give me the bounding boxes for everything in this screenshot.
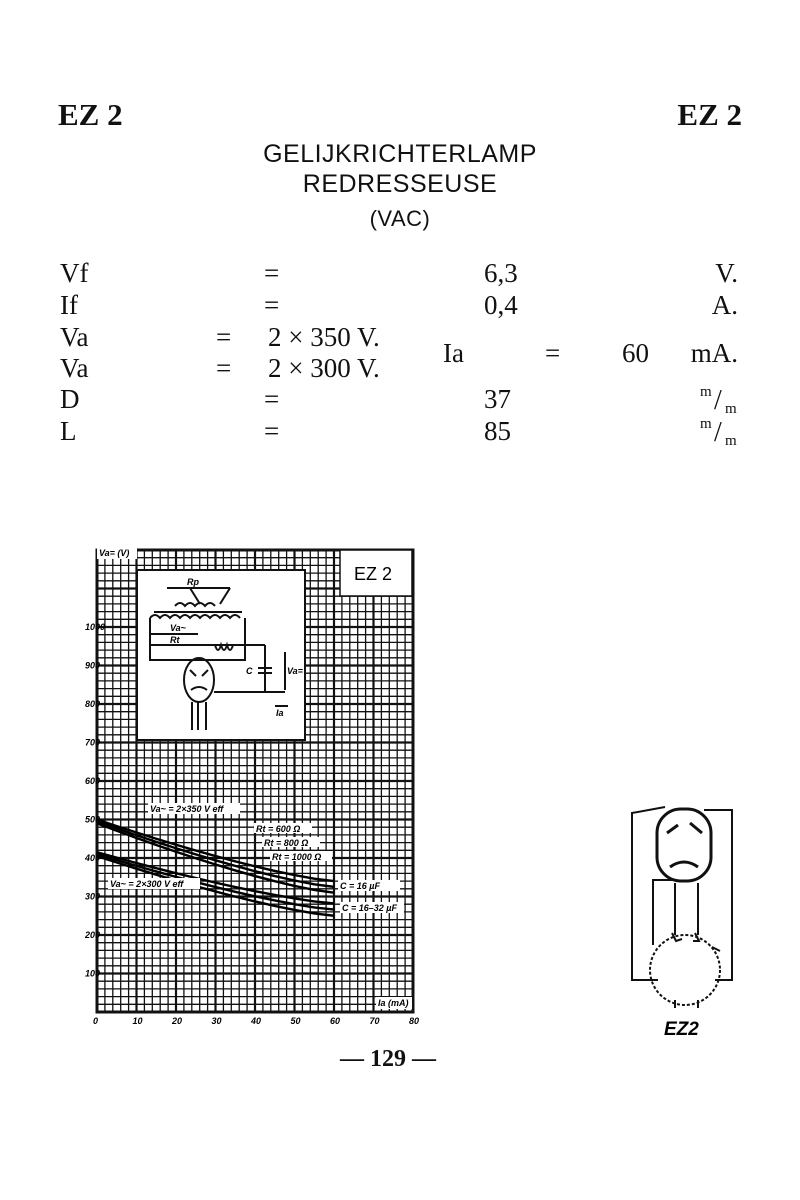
spec-eq: =: [264, 416, 280, 446]
x-tick-label: 10: [133, 1016, 143, 1026]
chart-grid: [95, 548, 415, 1014]
curve-series-3: [96, 851, 335, 905]
annotation-rt-1000: Rt = 1000 Ω: [272, 852, 321, 862]
y-tick-label: 800: [85, 699, 100, 709]
y-tick-label: 400: [84, 853, 100, 863]
y-tick-label: 700: [85, 738, 100, 748]
spec-value: 0,4: [484, 290, 518, 320]
annotation-rt-600: Rt = 600 Ω: [256, 824, 300, 834]
spec-eq: =: [216, 353, 232, 383]
page-number: — 129 —: [340, 1046, 436, 1072]
x-tick-label: 60: [330, 1016, 340, 1026]
chart-curves: [96, 818, 335, 917]
y-tick-label: 100: [85, 969, 100, 979]
spec-eq: =: [264, 384, 280, 414]
tube-code-right: EZ 2: [677, 97, 742, 132]
x-tick-label: 80: [409, 1016, 419, 1026]
spec-label: If: [60, 290, 78, 320]
spec-label: L: [60, 416, 77, 446]
x-tick-label: 30: [212, 1016, 222, 1026]
subtitle: (VAC): [369, 206, 431, 231]
base-diagram-label: EZ2: [664, 1019, 699, 1040]
unit-den: m: [725, 401, 737, 417]
y-axis-label: Va= (V): [99, 548, 129, 558]
x-tick-label: 50: [291, 1016, 301, 1026]
spec-label: Va: [60, 322, 89, 352]
title-dutch: GELIJKRICHTERLAMP: [263, 140, 537, 168]
y-tick-label: 1000: [85, 622, 105, 632]
fraction-slash: /: [714, 417, 722, 448]
spec-eq: =: [216, 322, 232, 352]
tube-base-diagram-icon: EZ2: [631, 806, 733, 1040]
annotation-c-upper: C = 16 µF: [340, 881, 380, 891]
circuit-inset: Rp Va~ Rt C Va= Ia: [136, 569, 306, 741]
curve-series-1: [96, 820, 335, 889]
spec-value: 2 × 350 V.: [268, 322, 380, 352]
curve-series-2: [96, 822, 335, 894]
spec-eq: =: [264, 258, 280, 288]
curve-series-5: [96, 854, 335, 917]
fraction-slash: /: [714, 385, 722, 416]
y-tick-label: 500: [85, 815, 100, 825]
chart-ticks: 0 10 20 30 40 50 60 70 80 100 200 300 400 500 600 700 80…: [84, 622, 419, 1026]
chart-frame: [95, 548, 415, 1014]
chart-title: EZ 2: [354, 564, 392, 584]
spec-unit: V.: [715, 258, 738, 288]
x-tick-label: 70: [370, 1016, 380, 1026]
spec-value: 85: [484, 416, 511, 446]
annotation-upper-set: Va~ = 2×350 V eff: [150, 804, 224, 814]
annotation-rt-800: Rt = 800 Ω: [264, 838, 308, 848]
label-rp: Rp: [187, 577, 199, 587]
x-tick-label: 20: [171, 1016, 182, 1026]
label-ia: Ia: [276, 708, 284, 718]
chart-title-box: [339, 549, 413, 597]
y-tick-label: 900: [85, 661, 100, 671]
annotation-lower-set: Va~ = 2×300 V eff: [110, 879, 184, 889]
spec-label: Va: [60, 353, 89, 383]
title-french: REDRESSEUSE: [302, 170, 498, 198]
curve-series-4: [96, 853, 335, 911]
label-rt: Rt: [170, 635, 180, 645]
label-vout: Va=: [287, 666, 304, 676]
ia-label: Ia: [443, 338, 464, 368]
label-va: Va~: [170, 623, 187, 633]
spec-label: D: [60, 384, 80, 414]
unit-num: m: [700, 416, 712, 432]
curve-series-0: [96, 818, 335, 883]
annotation-c-lower: C = 16–32 µF: [342, 903, 397, 913]
ia-unit: mA.: [690, 338, 738, 368]
x-tick-label: 0: [93, 1016, 98, 1026]
spec-unit: A.: [711, 290, 738, 320]
ia-eq: =: [545, 338, 561, 368]
ia-value: 60: [622, 338, 649, 368]
spec-value: 37: [484, 384, 511, 414]
unit-den: m: [725, 433, 737, 449]
spec-value: 6,3: [484, 258, 518, 288]
x-axis-label: Ia (mA): [378, 998, 409, 1008]
x-tick-label: 40: [250, 1016, 261, 1026]
spec-unit-mm: m / m: [700, 416, 742, 450]
spec-eq: =: [264, 290, 280, 320]
unit-num: m: [700, 384, 712, 400]
circuit-schematic-icon: [149, 587, 288, 730]
tube-code-left: EZ 2: [58, 97, 123, 132]
y-tick-label: 300: [85, 892, 100, 902]
y-tick-label: 600: [85, 776, 100, 786]
spec-unit-mm: m / m: [700, 384, 742, 418]
spec-value: 2 × 300 V.: [268, 353, 380, 383]
spec-label: Vf: [60, 258, 89, 288]
label-c: C: [246, 666, 253, 676]
y-tick-label: 200: [84, 930, 100, 940]
